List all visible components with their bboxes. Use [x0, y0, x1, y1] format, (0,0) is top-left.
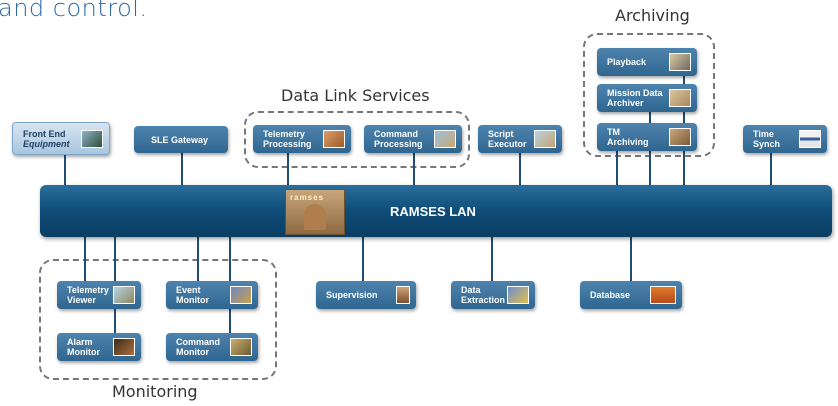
- archiving-label: Archiving: [615, 6, 690, 25]
- playback-node[interactable]: Playback: [597, 48, 697, 76]
- node-label: Processing: [374, 139, 423, 149]
- tm-archiving-photo-icon: [669, 128, 691, 146]
- connector-line: [362, 236, 364, 282]
- node-label: Command: [176, 337, 221, 347]
- alarm-monitor-photo-icon: [113, 338, 135, 356]
- time-synch-node[interactable]: Time Synch: [743, 125, 827, 153]
- data-link-services-label: Data Link Services: [281, 86, 430, 105]
- equipment-photo-icon: [81, 129, 103, 148]
- data-link-services-group: [244, 111, 470, 168]
- ramses-lan-label: RAMSES LAN: [390, 204, 476, 219]
- event-monitor-photo-icon: [230, 286, 252, 304]
- node-label: Viewer: [67, 295, 96, 305]
- node-label: Command: [374, 129, 419, 139]
- connector-line: [287, 153, 289, 185]
- node-label: Script: [488, 129, 514, 139]
- node-label: Alarm: [67, 337, 93, 347]
- front-end-equipment-node[interactable]: Front End Equipment: [12, 122, 110, 155]
- data-extraction-photo-icon: [507, 286, 529, 304]
- telemetry-photo-icon: [323, 130, 345, 148]
- connector-line: [197, 236, 199, 282]
- connector-line: [616, 151, 618, 185]
- node-label: Supervision: [326, 290, 378, 300]
- node-label: Mission Data: [607, 88, 663, 98]
- telemetry-viewer-photo-icon: [113, 286, 135, 304]
- database-node[interactable]: Database: [580, 281, 682, 309]
- database-photo-icon: [650, 286, 676, 304]
- ramses-logo-text: ramses: [290, 193, 325, 202]
- connector-line: [181, 153, 183, 185]
- command-photo-icon: [434, 130, 456, 148]
- ramses-logo: ramses: [285, 189, 345, 235]
- node-label: TM: [607, 127, 620, 137]
- monitoring-label: Monitoring: [112, 382, 198, 401]
- node-label: Monitor: [67, 347, 100, 357]
- alarm-monitor-node[interactable]: Alarm Monitor: [57, 333, 141, 361]
- node-label: Equipment: [23, 138, 70, 149]
- connector-line: [84, 236, 86, 282]
- supervision-photo-icon: [396, 286, 410, 304]
- node-label: Extraction: [461, 295, 506, 305]
- connector-line: [630, 236, 632, 282]
- mission-data-archiver-node[interactable]: Mission Data Archiver: [597, 84, 697, 112]
- pharaoh-icon: [304, 204, 326, 230]
- node-label: Time: [753, 129, 774, 139]
- command-monitor-photo-icon: [230, 338, 252, 356]
- ramses-lan-bar: ramses RAMSES LAN: [40, 185, 832, 237]
- connector-line: [770, 153, 772, 185]
- node-label: Archiver: [607, 98, 644, 108]
- node-label: Synch: [753, 139, 781, 149]
- node-label: Archiving: [607, 137, 649, 147]
- command-processing-node[interactable]: Command Processing: [364, 125, 462, 153]
- connector-line: [519, 153, 521, 185]
- node-label: SLE Gateway: [151, 134, 209, 145]
- command-monitor-node[interactable]: Command Monitor: [166, 333, 258, 361]
- heading-fragment: and control.: [0, 0, 148, 22]
- telemetry-processing-node[interactable]: Telemetry Processing: [253, 125, 351, 153]
- time-synch-photo-icon: [799, 130, 821, 148]
- supervision-node[interactable]: Supervision: [316, 281, 416, 309]
- node-label: Front End: [23, 128, 66, 139]
- archiver-photo-icon: [669, 89, 691, 107]
- connector-line: [64, 155, 66, 185]
- data-extraction-node[interactable]: Data Extraction: [451, 281, 535, 309]
- node-label: Executor: [488, 139, 527, 149]
- telemetry-viewer-node[interactable]: Telemetry Viewer: [57, 281, 141, 309]
- tm-archiving-node[interactable]: TM Archiving: [597, 123, 697, 151]
- node-label: Event: [176, 285, 201, 295]
- script-photo-icon: [534, 130, 556, 148]
- playback-photo-icon: [669, 53, 691, 71]
- connector-line: [413, 153, 415, 185]
- sle-gateway-node[interactable]: SLE Gateway: [134, 126, 228, 153]
- node-label: Monitor: [176, 295, 209, 305]
- node-label: Playback: [607, 57, 647, 67]
- event-monitor-node[interactable]: Event Monitor: [166, 281, 258, 309]
- node-label: Processing: [263, 139, 312, 149]
- node-label: Monitor: [176, 347, 209, 357]
- node-label: Telemetry: [263, 129, 305, 139]
- connector-line: [491, 236, 493, 282]
- script-executor-node[interactable]: Script Executor: [478, 125, 562, 153]
- node-label: Database: [590, 290, 631, 300]
- monitoring-group: [39, 259, 277, 380]
- node-label: Data: [461, 285, 481, 295]
- node-label: Telemetry: [67, 285, 109, 295]
